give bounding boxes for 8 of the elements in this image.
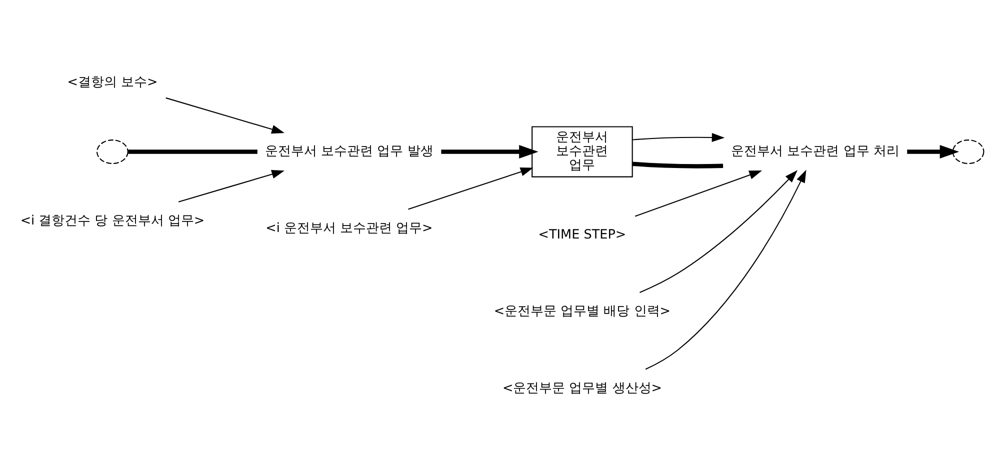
- node-text: <i 결항건수 당 운전부서 업무>: [20, 213, 204, 228]
- node-text: 운전부서 보수관련 업무 발생: [264, 144, 433, 160]
- node-text: 운전부서 보수관련 업무 처리: [730, 144, 899, 160]
- node-text: <i 운전부서 보수관련 업무>: [265, 220, 432, 236]
- node-text: <TIME STEP>: [538, 227, 626, 242]
- node-text: <결항의 보수>: [66, 74, 158, 90]
- node-text: <운전부문 업무별 배당 인력>: [493, 304, 670, 320]
- node-text: <운전부문 업무별 생산성>: [502, 380, 662, 396]
